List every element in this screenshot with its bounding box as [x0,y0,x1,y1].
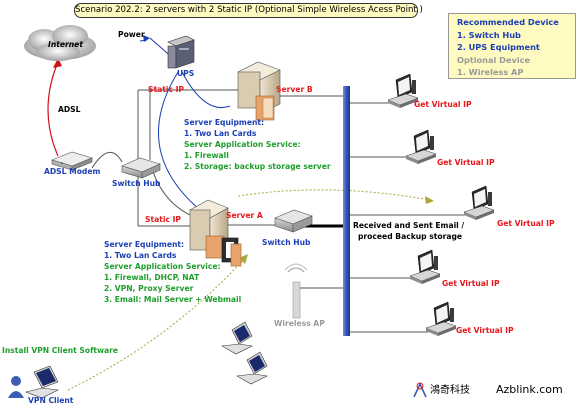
vpn-client-icon [8,365,60,399]
ups-icon [167,35,195,69]
desktop-pc-icon [409,249,441,284]
legend-optional-heading: Optional Device [457,55,531,65]
email-note-line: proceed Backup storage [358,232,463,241]
client-label: Get Virtual IP [497,219,555,228]
vpn-install-label: Install VPN Client Software [2,346,119,355]
wireless-ap-icon [284,263,308,319]
server-b-service-item: 2. Storage: backup storage server [184,162,331,171]
server-a-label: Server A [226,211,263,220]
switch-hub-left-icon [121,157,161,179]
adsl-arrow [47,61,59,157]
server-a-service-item: 3. Email: Mail Server + Webmail [104,295,242,304]
client-pcs [387,73,495,336]
switch-hub-center-icon [274,209,313,233]
server-b-label: Server B [276,85,313,94]
adsl-label: ADSL [58,105,81,114]
desktop-pc-icon [425,301,457,336]
lan-backbone [343,86,350,336]
client-label: Get Virtual IP [437,158,495,167]
email-flow-arrow [237,189,431,201]
server-b-service-heading: Server Application Service: [184,140,301,149]
internet-cloud-icon [24,25,96,61]
server-b-service-item: 1. Firewall [184,151,229,160]
vpn-client-label: VPN Client [28,396,74,405]
brand-cn: 鴻奇科技 [430,385,470,396]
client-label: Get Virtual IP [456,326,514,335]
switch-hub-left-label: Switch Hub [112,179,161,188]
static-ip-bottom-label: Static IP [145,215,181,224]
server-b-equipment-heading: Server Equipment: [184,118,265,127]
network-links [137,89,468,333]
legend-box: Recommended Device 1. Switch Hub 2. UPS … [448,13,576,79]
server-b-icon [237,61,281,121]
static-ip-top-label: Static IP [148,85,184,94]
client-label: Get Virtual IP [442,279,500,288]
server-a-service-heading: Server Application Service: [104,262,221,271]
legend-item: 1. Switch Hub [457,30,521,40]
laptop-icon [221,321,253,355]
brand-logo-icon [413,382,427,398]
server-a-service-item: 1. Firewall, DHCP, NAT [104,273,200,282]
brand-en: Azblink.com [496,383,563,396]
desktop-pc-icon [387,73,419,108]
legend-optional-item: 1. Wireless AP [457,67,524,77]
server-b-equipment-item: 1. Two Lan Cards [184,129,257,138]
desktop-pc-icon [405,129,437,164]
wireless-ap-label: Wireless AP [274,319,325,328]
laptop-icon [236,351,268,385]
server-a-service-item: 2. VPN, Proxy Server [104,284,194,293]
power-label: Power [118,30,145,39]
adsl-modem-label: ADSL Modem [44,167,101,176]
adsl-modem-icon [51,151,93,171]
client-label: Get Virtual IP [414,100,472,109]
server-a-equipment-heading: Server Equipment: [104,240,185,249]
desktop-pc-icon [463,185,495,220]
legend-item: 2. UPS Equipment [457,42,540,52]
email-note-line: Received and Sent Email / [353,221,465,230]
page-title: Scenario 202.2: 2 servers with 2 Static … [74,3,423,18]
ups-label: UPS [177,69,195,78]
server-a-icon [189,199,242,267]
legend-heading: Recommended Device [457,17,559,27]
internet-label: Internet [48,40,83,49]
server-a-equipment-item: 1. Two Lan Cards [104,251,177,260]
switch-hub-center-label: Switch Hub [262,238,311,247]
